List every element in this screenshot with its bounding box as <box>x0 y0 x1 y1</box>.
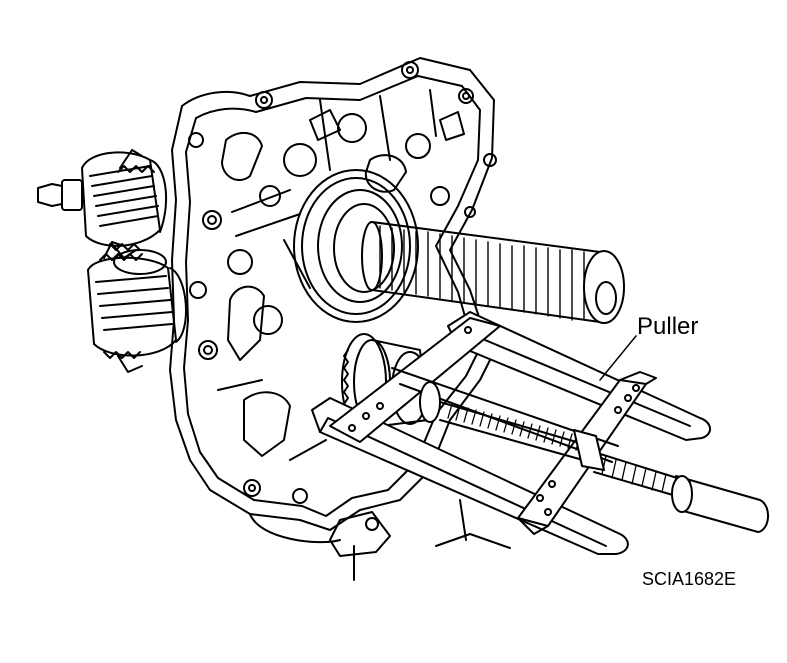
puller-tool <box>311 311 769 555</box>
bench-stand <box>249 499 511 581</box>
output-bearing <box>293 169 419 323</box>
transaxle-housing <box>169 57 501 531</box>
output-shaft <box>361 221 625 324</box>
figure-code: SCIA1682E <box>642 569 737 589</box>
gear-stack <box>37 149 187 373</box>
puller-leader-line <box>599 335 637 381</box>
puller-callout: Puller <box>637 313 699 340</box>
